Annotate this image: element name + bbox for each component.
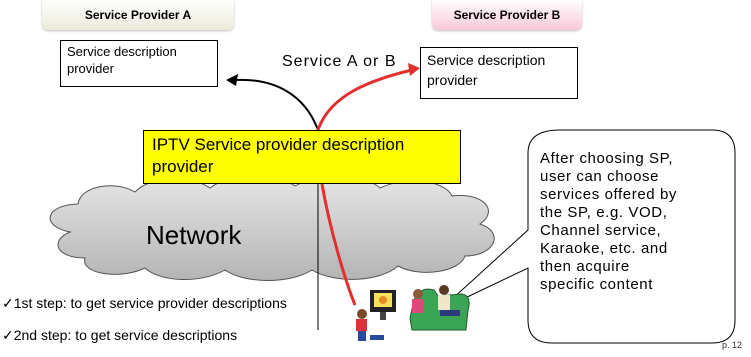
callout-line: user can choose [540,168,660,185]
callout-bubble [439,129,736,344]
network-cloud [49,175,495,281]
callout-text: After choosing SP, user can choose servi… [540,150,725,294]
callout-line: then acquire [540,258,630,275]
black-arrow [234,78,319,131]
black-arrowhead [226,74,238,86]
service-choice-label: Service A or B [282,53,397,70]
page-number: p. 12 [722,340,743,350]
desc-a-line2: provider [67,61,114,76]
step-2: ✓2nd step: to get service descriptions [2,327,238,343]
callout-line: services offered by [540,186,678,203]
service-provider-b: Service Provider B [432,0,582,30]
desc-b-line2: provider [427,72,478,88]
desc-a-line1: Service description [67,44,177,59]
red-line-user [320,183,357,306]
callout-line: After choosing SP, [540,150,674,167]
red-arrowhead [408,63,420,76]
callout-line: the SP, e.g. VOD, [540,204,668,221]
callout-line: specific content [540,276,653,293]
service-provider-b-label: Service Provider B [453,8,561,22]
desc-b-line1: Service description [427,52,546,68]
step-1: ✓1st step: to get service provider descr… [2,295,287,311]
iptv-line2: provider [152,157,214,176]
callout-line: Karaoke, etc. and [540,240,668,257]
service-provider-a: Service Provider A [42,0,234,30]
iptv-line1: IPTV Service provider description [152,135,405,154]
red-arrow [316,68,413,131]
service-description-provider-b: Service description provider [420,47,578,99]
user-family-icon [356,285,470,341]
service-provider-a-label: Service Provider A [84,8,192,22]
network-label: Network [146,220,242,250]
iptv-service-provider-description-provider: IPTV Service provider description provid… [143,130,461,184]
service-description-provider-a: Service description provider [60,40,218,87]
callout-line: Channel service, [540,222,662,239]
